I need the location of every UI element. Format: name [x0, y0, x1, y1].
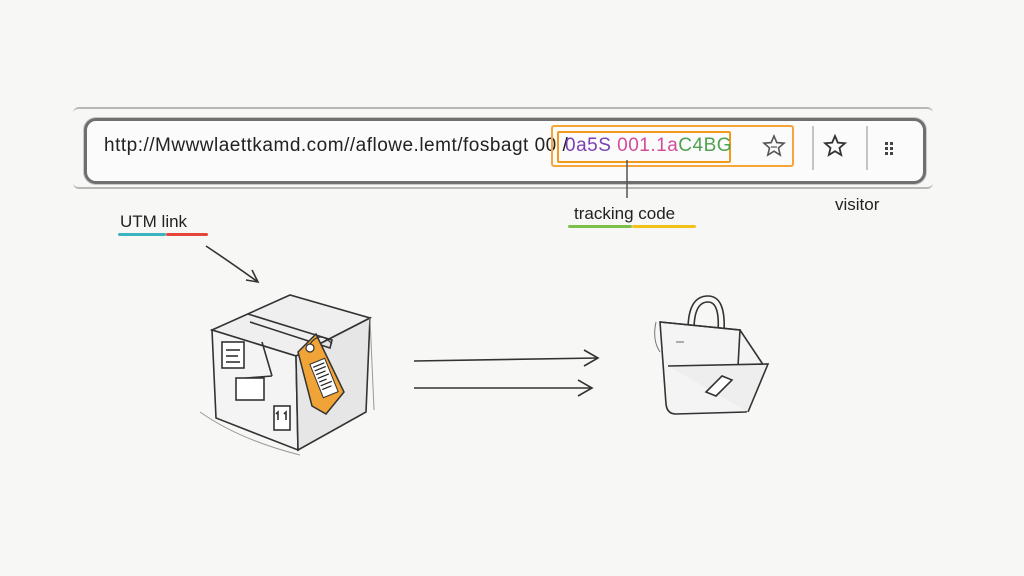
package-box — [199, 294, 375, 456]
utm-underline-red — [166, 233, 208, 236]
utm-arrow — [205, 245, 260, 284]
toolbar-divider-2 — [866, 126, 868, 170]
star-icon[interactable] — [822, 133, 848, 160]
tracking-code-label: tracking code — [574, 204, 676, 223]
url-text: http://Mwwwlaettkamd.com//aflowe.lemt/fo… — [104, 135, 568, 157]
flow-arrow-bottom — [414, 379, 594, 397]
tracking-code-part-1: 0a5S — [565, 135, 618, 156]
tracking-code-part-3: C4BG — [678, 135, 733, 156]
tracking-underline-green — [568, 225, 632, 228]
bookmark-star-icon[interactable] — [761, 133, 787, 160]
utm-link-label: UTM link — [120, 212, 188, 231]
tracking-code-part-2: 001.1a — [617, 135, 679, 156]
tracking-underline-yellow — [632, 225, 696, 228]
tracking-highlight — [557, 131, 731, 163]
shipping-tag-icon — [297, 332, 345, 415]
address-bar[interactable] — [84, 118, 926, 184]
utm-underline-cyan — [118, 233, 166, 236]
toolbar-divider-1 — [812, 126, 814, 170]
url-prefix: http://Mwwwlaettkamd.com//aflowe.lemt/fo… — [104, 135, 569, 156]
browser-window-frame — [73, 107, 933, 189]
shopping-bag — [654, 295, 770, 415]
visitor-label: visitor — [835, 195, 880, 214]
menu-dots-icon[interactable] — [876, 136, 902, 162]
tracking-highlight-outer — [551, 125, 794, 167]
flow-arrow-top — [413, 349, 600, 367]
tracking-code-text: 0a5S 001.1aC4BG — [565, 135, 732, 157]
